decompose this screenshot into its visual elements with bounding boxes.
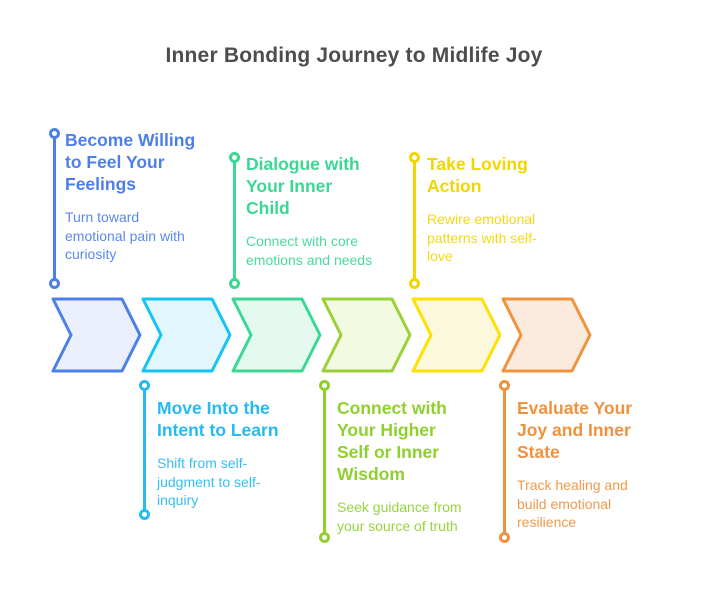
step-2-subtitle: Shift from self- judgment to self- inqui… <box>157 455 261 508</box>
step-3-subtitle: Connect with core emotions and needs <box>246 233 373 268</box>
connector-step-6 <box>499 379 510 543</box>
step-2-label-block: Move Into the Intent to Learn Shift from… <box>157 397 327 510</box>
connector-step-4 <box>319 379 330 543</box>
step-5-label-block: Take Loving Action Rewire emotional patt… <box>427 153 597 266</box>
step-6-title: Evaluate Your Joy and Inner State <box>517 398 633 462</box>
connector-step-3 <box>229 151 240 289</box>
chevron-step-2 <box>141 297 232 373</box>
page-title: Inner Bonding Journey to Midlife Joy <box>165 44 543 67</box>
connector-step-1 <box>49 127 60 289</box>
chevron-step-3 <box>231 297 322 373</box>
step-1-subtitle: Turn toward emotional pain with curiosit… <box>65 209 185 262</box>
step-5-subtitle: Rewire emotional patterns with self- lov… <box>427 211 537 264</box>
step-2-title: Move Into the Intent to Learn <box>157 398 279 440</box>
chevron-step-6 <box>501 297 592 373</box>
step-1-title: Become Willing to Feel Your Feelings <box>65 130 196 194</box>
step-1-label-block: Become Willing to Feel Your Feelings Tur… <box>65 129 235 264</box>
step-6-subtitle: Track healing and build emotional resili… <box>517 477 628 530</box>
step-6-label-block: Evaluate Your Joy and Inner State Track … <box>517 397 687 532</box>
connector-step-2 <box>139 379 150 520</box>
step-3-title: Dialogue with Your Inner Child <box>246 154 360 218</box>
chevron-step-4 <box>321 297 412 373</box>
step-4-label-block: Connect with Your Higher Self or Inner W… <box>337 397 507 535</box>
step-5-title: Take Loving Action <box>427 154 528 196</box>
connector-step-5 <box>409 151 420 289</box>
step-3-label-block: Dialogue with Your Inner Child Connect w… <box>246 153 416 269</box>
chevron-step-5 <box>411 297 502 373</box>
step-4-title: Connect with Your Higher Self or Inner W… <box>337 398 447 484</box>
chevron-step-1 <box>51 297 142 373</box>
step-4-subtitle: Seek guidance from your source of truth <box>337 499 462 534</box>
